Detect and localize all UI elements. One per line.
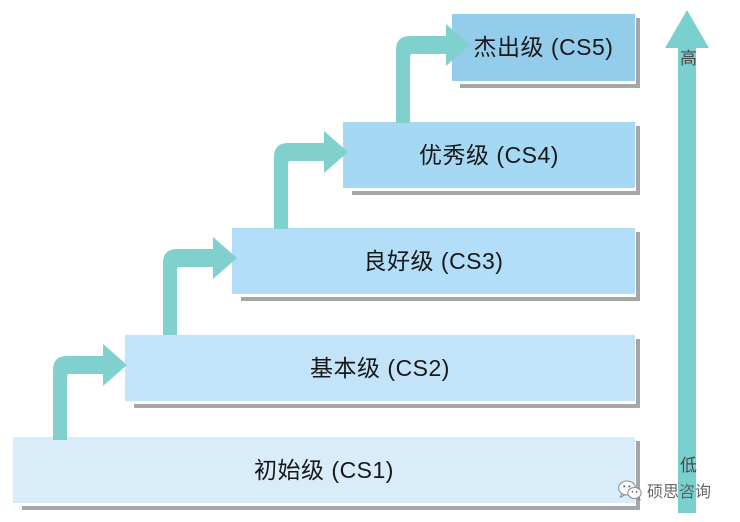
scale-arrow-up bbox=[665, 10, 709, 513]
arrow-cs2-to-cs3 bbox=[163, 237, 237, 335]
step-shadow-right-cs1 bbox=[636, 441, 640, 508]
step-shadow-right-cs2 bbox=[636, 339, 640, 406]
step-shadow-cs4 bbox=[352, 191, 640, 195]
step-shadow-right-cs3 bbox=[636, 232, 640, 299]
arrow-cs3-to-cs4 bbox=[274, 131, 348, 229]
step-shadow-cs3 bbox=[241, 297, 640, 301]
step-label-cs5: 杰出级 (CS5) bbox=[473, 34, 614, 60]
scale-label-high: 高 bbox=[677, 49, 696, 66]
step-shadow-cs1 bbox=[22, 506, 640, 510]
watermark: 硕思咨询 bbox=[618, 478, 711, 502]
watermark-label: 硕思咨询 bbox=[647, 484, 712, 501]
step-label-cs3: 良好级 (CS3) bbox=[363, 247, 504, 274]
step-block-cs3[interactable]: 良好级 (CS3) bbox=[232, 228, 635, 294]
step-block-cs2[interactable]: 基本级 (CS2) bbox=[125, 335, 635, 401]
step-label-cs1: 初始级 (CS1) bbox=[254, 456, 394, 483]
arrow-cs1-to-cs2 bbox=[53, 344, 127, 440]
step-shadow-right-cs4 bbox=[636, 126, 640, 193]
step-shadow-cs2 bbox=[134, 404, 640, 408]
wechat-icon bbox=[618, 479, 642, 501]
step-block-cs4[interactable]: 优秀级 (CS4) bbox=[343, 122, 635, 188]
arrow-cs4-to-cs5 bbox=[396, 24, 470, 123]
step-block-cs5[interactable]: 杰出级 (CS5) bbox=[452, 14, 635, 81]
scale-label-low: 低 bbox=[677, 456, 696, 473]
step-block-cs1[interactable]: 初始级 (CS1) bbox=[13, 437, 635, 503]
step-label-cs4: 优秀级 (CS4) bbox=[419, 141, 559, 168]
step-label-cs2: 基本级 (CS2) bbox=[310, 354, 450, 381]
step-shadow-cs5 bbox=[460, 84, 640, 88]
step-shadow-right-cs5 bbox=[636, 18, 640, 86]
